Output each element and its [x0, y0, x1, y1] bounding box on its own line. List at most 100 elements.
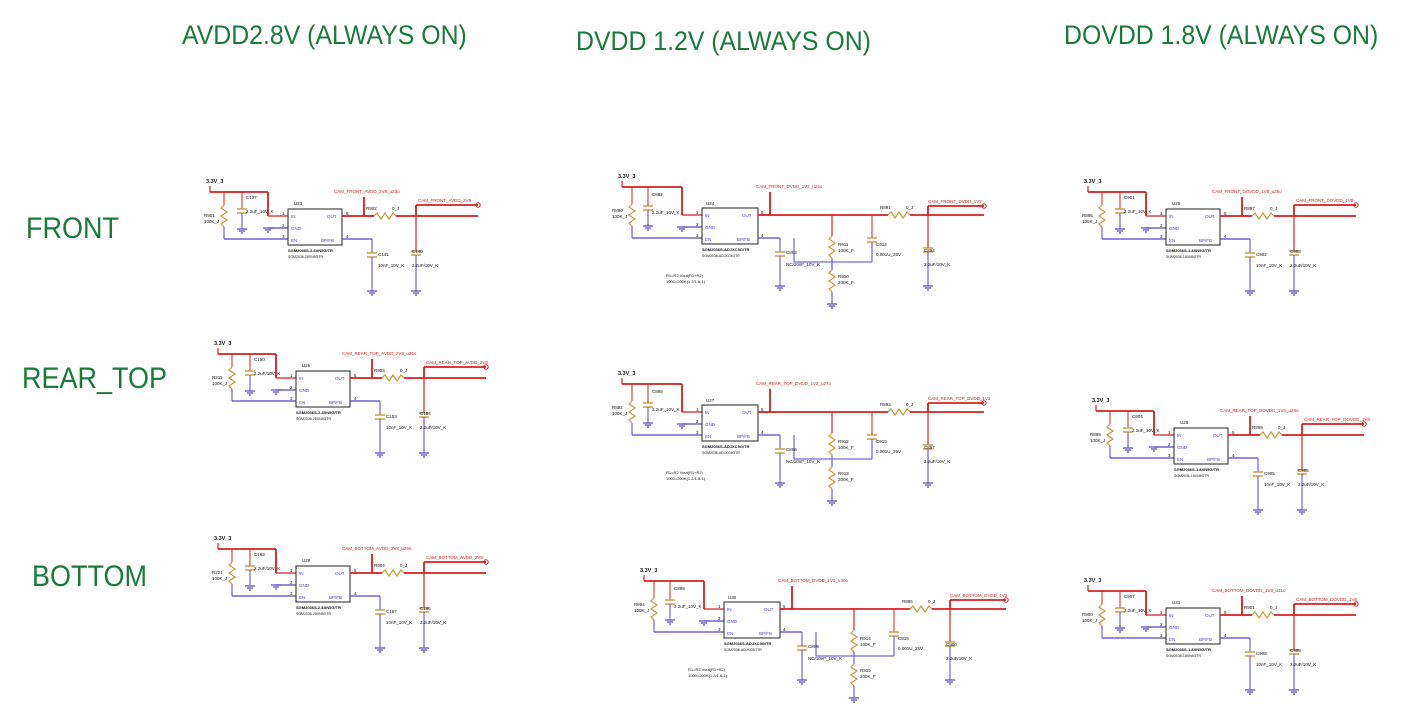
rout-ref: R901	[1244, 605, 1255, 610]
ldo-ic	[723, 601, 781, 639]
pin-label: BP/FB	[321, 238, 334, 243]
ic-ref: U28	[1180, 420, 1189, 425]
resistor-symbol	[827, 269, 837, 293]
net-label-out: CAM_FRONT_DVDD_1V2	[928, 199, 982, 204]
ldo-circuit-bottom-avdd: 3.3V_3C1632.2uF/10V_KR221100K_JU29INGNDE…	[212, 536, 489, 653]
rout-value: 0_J	[400, 368, 407, 373]
pin-number: 3	[1168, 453, 1171, 458]
pin-number: 1	[696, 210, 699, 215]
cff-ref: C915	[876, 439, 887, 444]
rout-value: 0_J	[1270, 605, 1277, 610]
ldo-ic	[701, 404, 759, 442]
pin-number: 5	[1224, 610, 1227, 615]
ic-part-number-2: SGM2036-ADJXC5GTR	[702, 451, 740, 455]
pin-label: IN	[1169, 214, 1174, 219]
column-title-dvdd: DVDD 1.2V (ALWAYS ON)	[576, 26, 871, 56]
pin-label: IN	[727, 607, 732, 612]
cin-value: 2.2uF/10V_K	[254, 371, 280, 376]
cin-ref: C904	[1132, 414, 1143, 419]
pin-number: 4	[761, 430, 764, 435]
ldo-ic	[1165, 607, 1221, 645]
rin-value: 100K_J	[212, 576, 227, 581]
net-label-out: CAM_BOTTOM_DVDD_1V2	[950, 593, 1008, 598]
net-label-mid: CAM_FRONT_DOVDD_1V8_u25o	[1212, 189, 1282, 194]
pin-number: 3	[696, 233, 699, 238]
ldo-ic	[1173, 427, 1229, 465]
cin-value: 2.2uF_10V_K	[652, 407, 680, 412]
ic-part-number-2: SGM2036-18XN5GTR	[1174, 474, 1209, 478]
pin-label: GND	[727, 619, 738, 624]
pin-number: 1	[1168, 430, 1171, 435]
supply-label: 3.3V_3	[618, 174, 635, 180]
pin-label: IN	[299, 376, 304, 381]
pin-number: 1	[290, 568, 293, 573]
resistor-symbol	[373, 211, 397, 221]
cin-value: 2.2uF_10V_K	[1124, 608, 1152, 613]
cbp-ref: C167	[386, 609, 397, 614]
pin-label: GND	[1177, 445, 1188, 450]
design-note: R1=R2 Vout(R1+R2)	[666, 273, 704, 278]
cbp-value: 10nF_10V_K	[1264, 482, 1290, 487]
cout-ref: C906	[1298, 468, 1309, 473]
ldo-circuit-front-dvdd: 3.3V_3C8922.2uF_10V_KR890100K_JU24INGNDE…	[612, 174, 987, 309]
cout-ref: C894	[924, 248, 935, 253]
cbp-ref: C141	[378, 252, 389, 257]
net-flag	[981, 203, 987, 209]
rout-ref: R904	[374, 563, 385, 568]
rtop-value: 100K_F	[838, 248, 854, 253]
cbp-value: 10nF_10V_K	[386, 620, 412, 625]
pin-label: IN	[1169, 613, 1174, 618]
pin-label: GND	[705, 225, 716, 230]
rin-ref: R892	[612, 405, 623, 410]
pin-number: 1	[718, 604, 721, 609]
pin-label: EN	[299, 400, 305, 405]
rbot-ref: R913	[838, 471, 849, 476]
resistor-symbol	[627, 203, 637, 227]
cbp-value: 10nF_10V_K	[1256, 662, 1282, 667]
cin-value: 2.2uF_10V_K	[652, 210, 680, 215]
resistor-symbol	[627, 400, 637, 424]
rout-value: 0_J	[906, 205, 913, 210]
cout-ref: C900	[946, 642, 957, 647]
resistor-symbol	[381, 568, 405, 578]
pin-label: IN	[705, 213, 710, 218]
ic-ref: U24	[706, 201, 715, 206]
cin-value: 2.2uF/10V_K	[254, 566, 280, 571]
pin-label: GND	[1169, 226, 1180, 231]
rin-value: 100K_J	[1082, 618, 1097, 623]
net-label-mid: CAM_BOTTOM_AVDD_2V8_u29o	[342, 546, 412, 551]
cout-value: 2.2uF/10V_K	[412, 263, 438, 268]
resistor-symbol	[827, 432, 837, 456]
resistor-symbol	[1251, 610, 1275, 620]
resistor-symbol	[1259, 430, 1283, 440]
pin-number: 5	[1224, 211, 1227, 216]
ic-part-number-2: SGM2036-28XN5GTR	[296, 417, 331, 421]
cin-ref: C163	[254, 552, 265, 557]
cout-value: 2.2uF/10V_K	[420, 620, 446, 625]
supply-label: 3.3V_3	[1092, 398, 1109, 404]
ic-ref: U31	[1172, 600, 1181, 605]
cout-value: 2.2uF/10V_K	[1290, 263, 1316, 268]
rbot-ref: R915	[860, 668, 871, 673]
resistor-symbol	[227, 561, 237, 585]
pin-number: 2	[718, 616, 721, 621]
pin-label: EN	[727, 631, 733, 636]
supply-label: 3.3V_3	[214, 341, 231, 347]
ic-part-number: SGM2036S-2.8XN5G/TR	[288, 248, 333, 253]
cff-value: 0.001U_25V	[898, 646, 923, 651]
row-label-front: FRONT	[26, 212, 119, 245]
pin-label: BP/FB	[737, 434, 750, 439]
cout-value: 2.2uF/10V_K	[420, 425, 446, 430]
pin-number: 4	[783, 627, 786, 632]
resistor-symbol	[1105, 423, 1115, 447]
supply-label: 3.3V_3	[618, 371, 635, 377]
pin-number: 5	[783, 604, 786, 609]
rbot-value: 200K_F	[838, 280, 854, 285]
cff-ref: C916	[898, 636, 909, 641]
net-label-out: CAM_FRONT_DOVDD_1V8	[1296, 198, 1354, 203]
pin-number: 5	[1232, 430, 1235, 435]
net-flag	[1353, 601, 1359, 607]
pin-number: 3	[290, 396, 293, 401]
cout-ref: C154	[420, 411, 431, 416]
design-note: 1000=200K(1.2/1.8-1)	[666, 476, 706, 481]
